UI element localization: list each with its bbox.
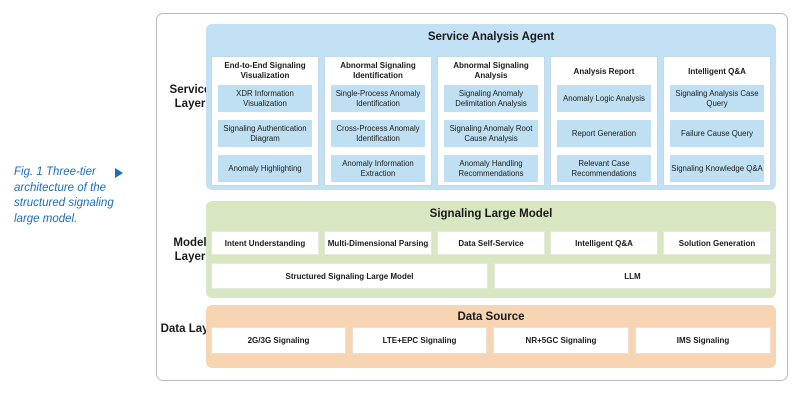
structured-signaling-model-box: Structured Signaling Large Model: [211, 263, 488, 289]
service-item: Anomaly Information Extraction: [331, 155, 425, 182]
service-column-title: Intelligent Q&A: [688, 67, 746, 76]
model-band-title: Signaling Large Model: [429, 208, 553, 220]
signaling-large-model-band: Signaling Large Model Intent Understandi…: [206, 201, 776, 298]
model-capability-box: Multi-Dimensional Parsing: [324, 231, 432, 255]
data-band-title: Data Source: [457, 311, 525, 323]
service-item: Anomaly Logic Analysis: [557, 85, 651, 112]
service-column: Abnormal Signaling Analysis Signaling An…: [437, 56, 545, 186]
service-column: Abnormal Signaling Identification Single…: [324, 56, 432, 186]
service-item: Failure Cause Query: [670, 120, 764, 147]
service-item: Signaling Authentication Diagram: [218, 120, 312, 147]
service-item: Signaling Anomaly Delimitation Analysis: [444, 85, 538, 112]
service-item: Anomaly Handling Recommendations: [444, 155, 538, 182]
model-capability-box: Data Self-Service: [437, 231, 545, 255]
service-column-title: End-to-End Signaling Visualization: [224, 61, 306, 80]
data-layer-label: Data Layer: [160, 323, 220, 335]
service-item: XDR Information Visualization: [218, 85, 312, 112]
service-item: Signaling Anomaly Root Cause Analysis: [444, 120, 538, 147]
service-item: Relevant Case Recommendations: [557, 155, 651, 182]
service-analysis-agent-band: Service Analysis Agent End-to-End Signal…: [206, 24, 776, 190]
llm-box: LLM: [494, 263, 771, 289]
caption-arrow-icon: [115, 168, 123, 178]
service-layer-label: Service Layer: [169, 84, 211, 110]
service-item: Anomaly Highlighting: [218, 155, 312, 182]
service-item: Cross-Process Anomaly Identification: [331, 120, 425, 147]
figure-caption: Fig. 1 Three-tier architecture of the st…: [14, 166, 114, 225]
model-capability-box: Solution Generation: [663, 231, 771, 255]
service-column: Analysis Report Anomaly Logic Analysis R…: [550, 56, 658, 186]
data-source-box: LTE+EPC Signaling: [352, 327, 487, 354]
service-band-title: Service Analysis Agent: [427, 31, 555, 43]
service-column-title: Analysis Report: [573, 67, 635, 76]
data-source-box: 2G/3G Signaling: [211, 327, 346, 354]
data-source-box: NR+5GC Signaling: [493, 327, 629, 354]
service-column-title: Abnormal Signaling Identification: [340, 61, 416, 80]
service-column: End-to-End Signaling Visualization XDR I…: [211, 56, 319, 186]
service-column-title: Abnormal Signaling Analysis: [453, 61, 529, 80]
model-layer-label: Model Layer: [173, 237, 207, 263]
service-item: Single-Process Anomaly Identification: [331, 85, 425, 112]
data-source-box: IMS Signaling: [635, 327, 771, 354]
service-item: Signaling Analysis Case Query: [670, 85, 764, 112]
model-capability-box: Intent Understanding: [211, 231, 319, 255]
model-capability-box: Intelligent Q&A: [550, 231, 658, 255]
service-item: Signaling Knowledge Q&A: [670, 155, 764, 182]
data-source-band: Data Source 2G/3G Signaling LTE+EPC Sign…: [206, 305, 776, 368]
service-item: Report Generation: [557, 120, 651, 147]
service-column: Intelligent Q&A Signaling Analysis Case …: [663, 56, 771, 186]
